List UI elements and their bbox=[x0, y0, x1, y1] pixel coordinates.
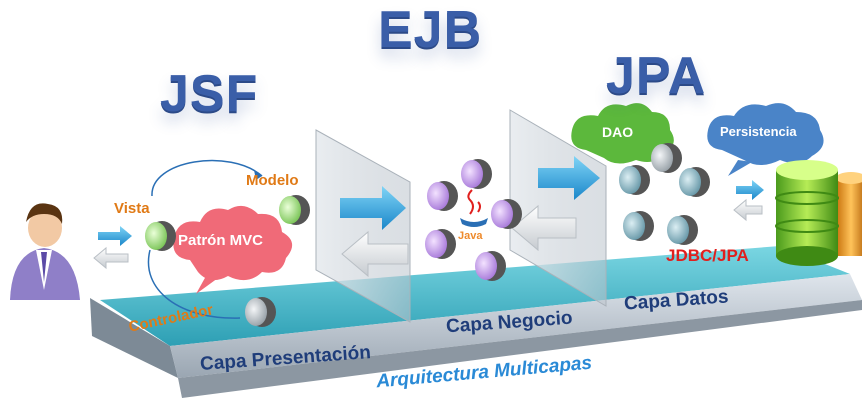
platform bbox=[90, 246, 862, 398]
cloud-icon bbox=[173, 205, 293, 294]
cloud-icon bbox=[571, 103, 674, 164]
arrow-icon bbox=[98, 226, 132, 246]
arrow-icon bbox=[341, 230, 409, 278]
cylinder-icon bbox=[623, 211, 654, 241]
label-dao: DAO bbox=[602, 124, 634, 140]
arrow-icon bbox=[340, 186, 406, 230]
cylinder-icon bbox=[491, 199, 522, 229]
glass-panel-left bbox=[315, 129, 411, 323]
cylinder-icon bbox=[651, 143, 682, 173]
cylinder-icon bbox=[425, 229, 456, 259]
cylinder-icon bbox=[145, 221, 176, 251]
java-logo-icon bbox=[460, 189, 488, 227]
arrow-icon bbox=[511, 204, 577, 252]
heading-ejb: EJB bbox=[378, 1, 483, 59]
cylinder-icon bbox=[279, 195, 310, 225]
heading-jpa: JPA bbox=[606, 47, 707, 105]
arrow-icon bbox=[93, 246, 129, 270]
cylinder-icon bbox=[245, 297, 276, 327]
label-jdbc-jpa: JDBC/JPA bbox=[666, 246, 749, 265]
mvc-cycle-arrow bbox=[151, 159, 263, 197]
label-patron-mvc: Patrón MVC bbox=[178, 232, 264, 249]
mvc-cycle-arrow bbox=[147, 249, 241, 319]
arrow-icon bbox=[538, 156, 600, 200]
cylinder-icon bbox=[461, 159, 492, 189]
user-icon bbox=[10, 203, 80, 300]
label-vista: Vista bbox=[114, 200, 150, 217]
arrow-icon bbox=[736, 180, 764, 200]
label-modelo: Modelo bbox=[246, 172, 299, 189]
cylinder-icon bbox=[475, 251, 506, 281]
label-persistencia: Persistencia bbox=[720, 124, 797, 139]
label-java: Java bbox=[458, 230, 483, 242]
cloud-icon bbox=[707, 103, 824, 176]
database-icon bbox=[836, 172, 862, 256]
cylinder-icon bbox=[427, 181, 458, 211]
arrow-icon bbox=[733, 198, 763, 222]
cylinder-icon bbox=[619, 165, 650, 195]
heading-jsf: JSF bbox=[160, 65, 259, 123]
database-icon bbox=[775, 160, 839, 266]
cylinder-icon bbox=[679, 167, 710, 197]
cylinder-icon bbox=[667, 215, 698, 245]
